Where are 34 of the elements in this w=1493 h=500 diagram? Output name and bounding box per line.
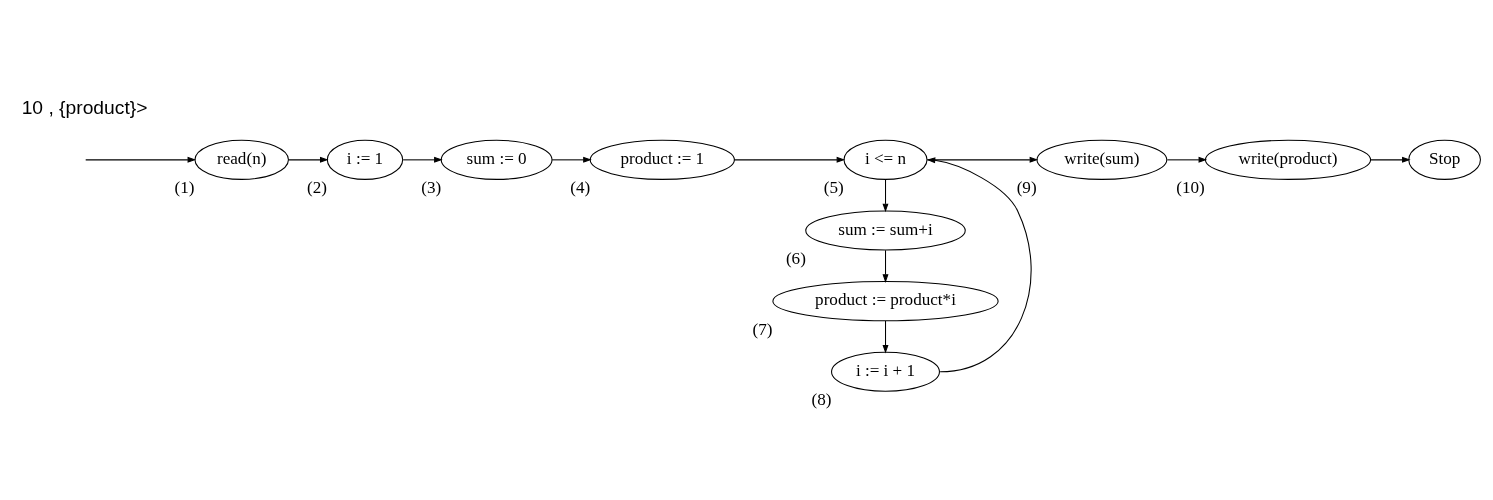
arrow [882, 319, 889, 354]
node-ellipse: sum := 0 [440, 139, 553, 180]
arrow [733, 156, 846, 163]
node-label: (8) [811, 389, 832, 409]
node-ellipse: i <= n [843, 139, 928, 180]
node-ellipse: Stop [1408, 139, 1481, 180]
arrow [882, 249, 889, 283]
node-label: (9) [1016, 177, 1037, 197]
node-ellipse: sum := sum+i [805, 209, 966, 251]
arrow [85, 156, 197, 163]
arrow [402, 156, 443, 163]
node-label: (5) [823, 177, 844, 197]
node-ellipse: product := 1 [589, 139, 735, 180]
node-label: (4) [570, 177, 591, 197]
arrow [926, 156, 1039, 163]
node-label: (7) [752, 319, 773, 339]
node-label: (10) [1176, 177, 1205, 197]
node-label: (1) [174, 177, 195, 197]
node-label: (2) [307, 177, 327, 197]
arrow [882, 178, 889, 212]
arrow [1370, 156, 1411, 163]
node-ellipse: product := product*i [772, 280, 999, 321]
node-label: (3) [421, 177, 442, 197]
node-ellipse: write(sum) [1036, 139, 1168, 180]
arrow [288, 156, 329, 163]
arrow [926, 156, 1032, 372]
label: 10 , {product}> [21, 96, 148, 118]
node-ellipse: i := i + 1 [831, 351, 940, 392]
arrow [1166, 156, 1208, 163]
node-label: (6) [785, 248, 806, 268]
node-ellipse: read(n) [194, 139, 289, 180]
node-ellipse: i := 1 [326, 139, 404, 180]
node-ellipse: write(product) [1204, 139, 1372, 180]
arrow [551, 156, 592, 163]
